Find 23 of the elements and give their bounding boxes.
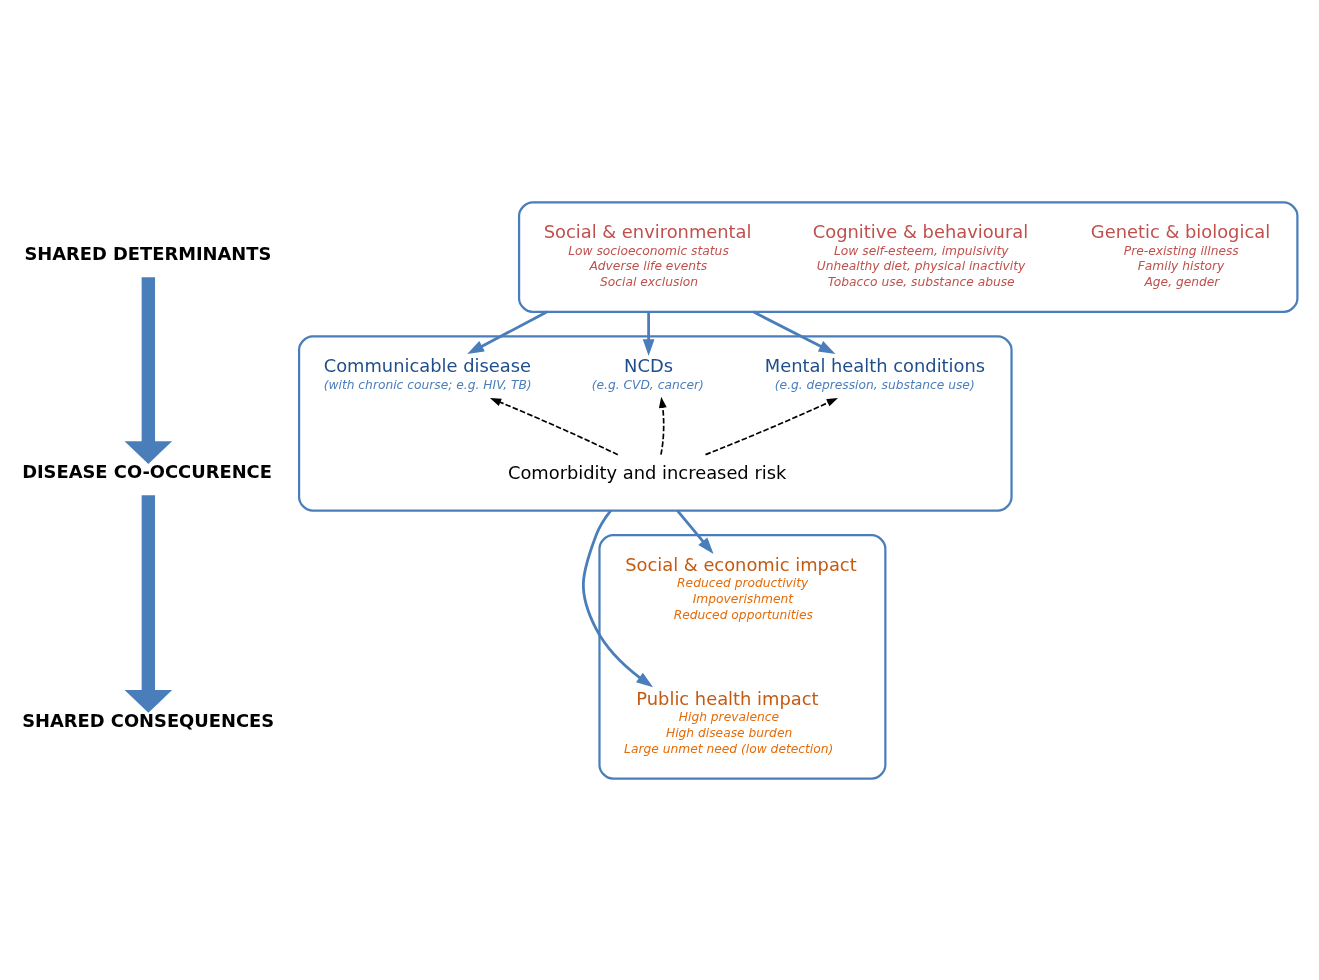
arrow <box>752 310 836 354</box>
node-text: Cognitive & behavioural Low self-esteem, impulsivity Unhealthy diet, physical inactivity Tobacco use, substance abuse <box>812 220 1029 289</box>
node-text: Comorbidity and increased risk <box>507 461 787 483</box>
node-text: DISEASE CO-OCCURENCE <box>22 460 272 482</box>
arrow <box>124 494 173 713</box>
arrow <box>124 276 173 464</box>
arrow <box>582 509 654 687</box>
node-text: Mental health conditions (e.g. depression, substance use) <box>764 354 986 392</box>
cluster <box>298 334 1013 512</box>
node-text: SHARED DETERMINANTS <box>24 242 272 264</box>
node-text: SHARED CONSEQUENCES <box>22 709 275 731</box>
node-text: Social & economic impact Reduced productivity Impoverishment Reduced opportunities <box>625 553 857 622</box>
arrow <box>642 311 655 356</box>
node-text: Social & environmental Low socioeconomic status Adverse life events Social exclusion <box>543 220 752 289</box>
cluster <box>517 200 1299 313</box>
arrow <box>704 397 838 455</box>
node-text: Communicable disease (with chronic course; e.g. HIV, TB) <box>323 354 532 392</box>
node-text: Genetic & biological Pre-existing illness Family history Age, gender <box>1090 220 1271 289</box>
node-text: Public health impact High prevalence High disease burden Large unmet need (low detection) <box>624 687 834 756</box>
arrow <box>676 509 714 554</box>
arrow <box>658 396 667 455</box>
node-text: NCDs (e.g. CVD, cancer) <box>591 354 704 392</box>
arrow <box>489 397 619 456</box>
